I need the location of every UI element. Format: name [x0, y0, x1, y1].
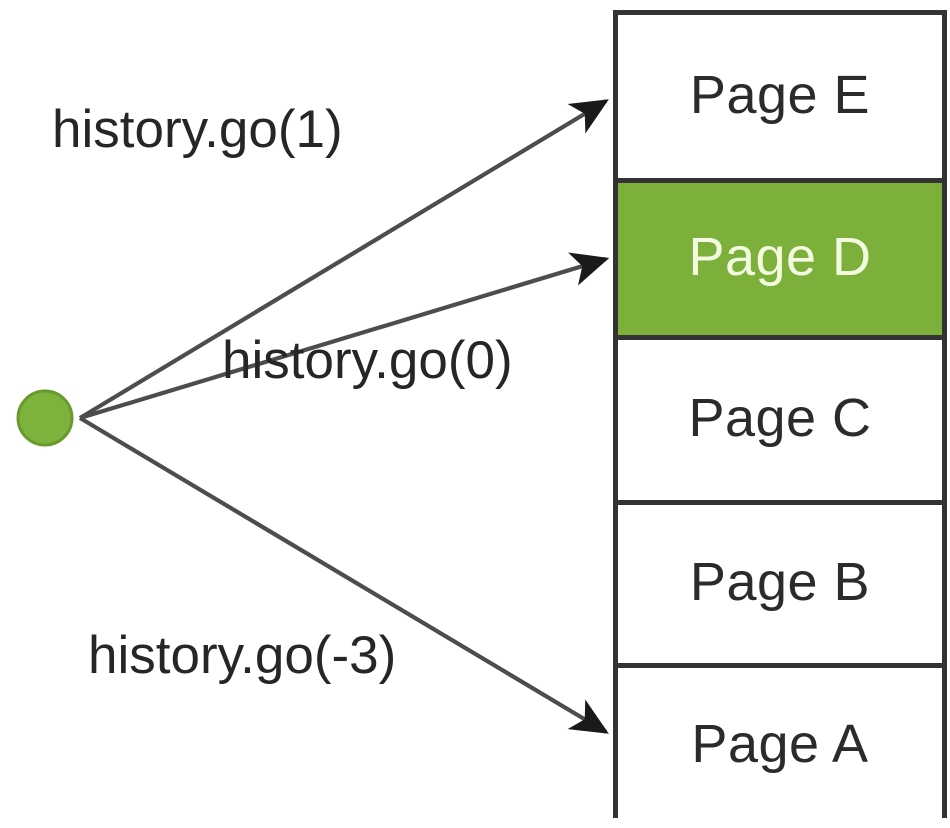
stack-entry-label: Page D [688, 227, 872, 287]
stack-entry-label: Page E [689, 64, 871, 125]
current-position-dot[interactable] [16, 389, 74, 447]
stack-entry-page-e[interactable]: Page E [618, 15, 942, 178]
stack-entry-page-d[interactable]: Page D [618, 178, 942, 335]
stack-entry-label: Page A [691, 713, 869, 774]
stack-entry-label: Page C [688, 388, 872, 448]
history-stack: Page E Page D Page C Page B Page A [613, 10, 947, 823]
stack-entry-page-a[interactable]: Page A [618, 663, 942, 823]
stack-entry-page-b[interactable]: Page B [618, 500, 942, 663]
label-history-go-neg3: history.go(-3) [88, 626, 397, 685]
label-history-go-1: history.go(1) [52, 100, 343, 159]
label-history-go-0: history.go(0) [222, 331, 513, 390]
stack-entry-label: Page B [689, 552, 871, 612]
stack-entry-page-c[interactable]: Page C [618, 335, 942, 500]
